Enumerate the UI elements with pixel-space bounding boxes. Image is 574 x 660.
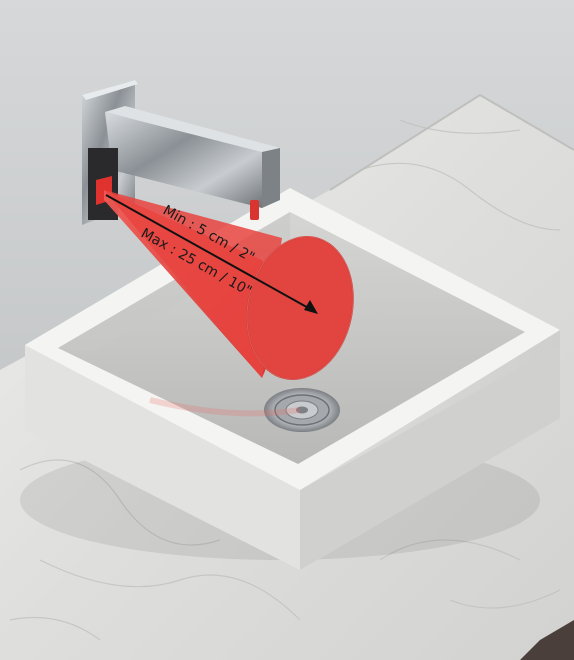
spout-outlet xyxy=(250,200,259,220)
